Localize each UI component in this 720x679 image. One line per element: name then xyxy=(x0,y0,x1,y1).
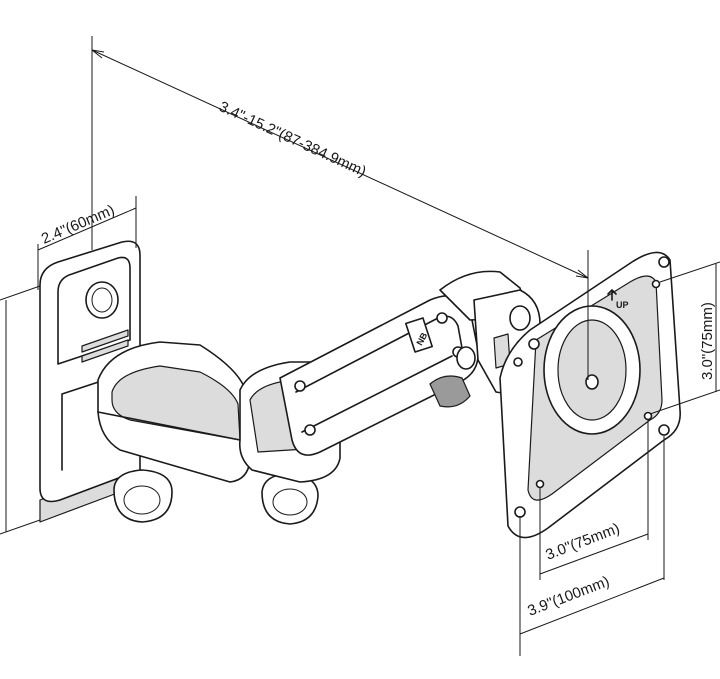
vesa-100-horizontal-label: 3.9"(100mm) xyxy=(525,573,612,620)
first-arm-segment xyxy=(97,341,251,483)
dimension-wall-plate-height xyxy=(0,285,41,535)
vesa-plate: UP xyxy=(499,251,681,539)
vesa-vertical-label: 3.0"(75mm) xyxy=(699,302,716,380)
dimension-vesa-vertical: 3.0"(75mm) xyxy=(649,261,720,415)
up-label: UP xyxy=(616,300,629,310)
arm-extension-label: 3.4"-15.2"(87-384.9mm) xyxy=(216,98,368,180)
vesa-75-horizontal-label: 3.0"(75mm) xyxy=(543,520,622,564)
wall-plate-width-label: 2.4"(60mm) xyxy=(39,202,117,248)
lower-hinge-wheels xyxy=(113,469,319,525)
